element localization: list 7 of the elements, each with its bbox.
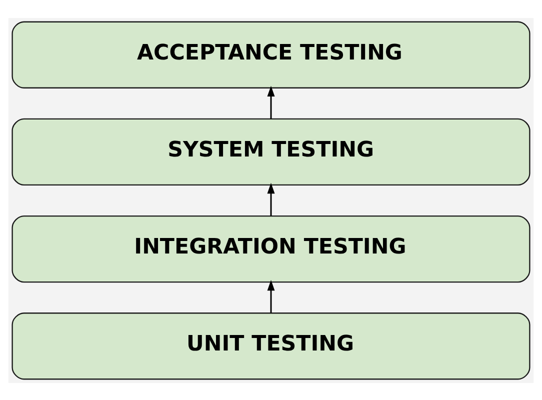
node-box: ACCEPTANCE TESTING xyxy=(12,20,530,88)
node-box: SYSTEM TESTING xyxy=(12,118,530,186)
arrow xyxy=(267,182,275,216)
arrow xyxy=(267,85,275,118)
arrow xyxy=(267,279,275,312)
node-box: INTEGRATION TESTING xyxy=(12,214,530,282)
node-box: UNIT TESTING xyxy=(12,312,530,380)
